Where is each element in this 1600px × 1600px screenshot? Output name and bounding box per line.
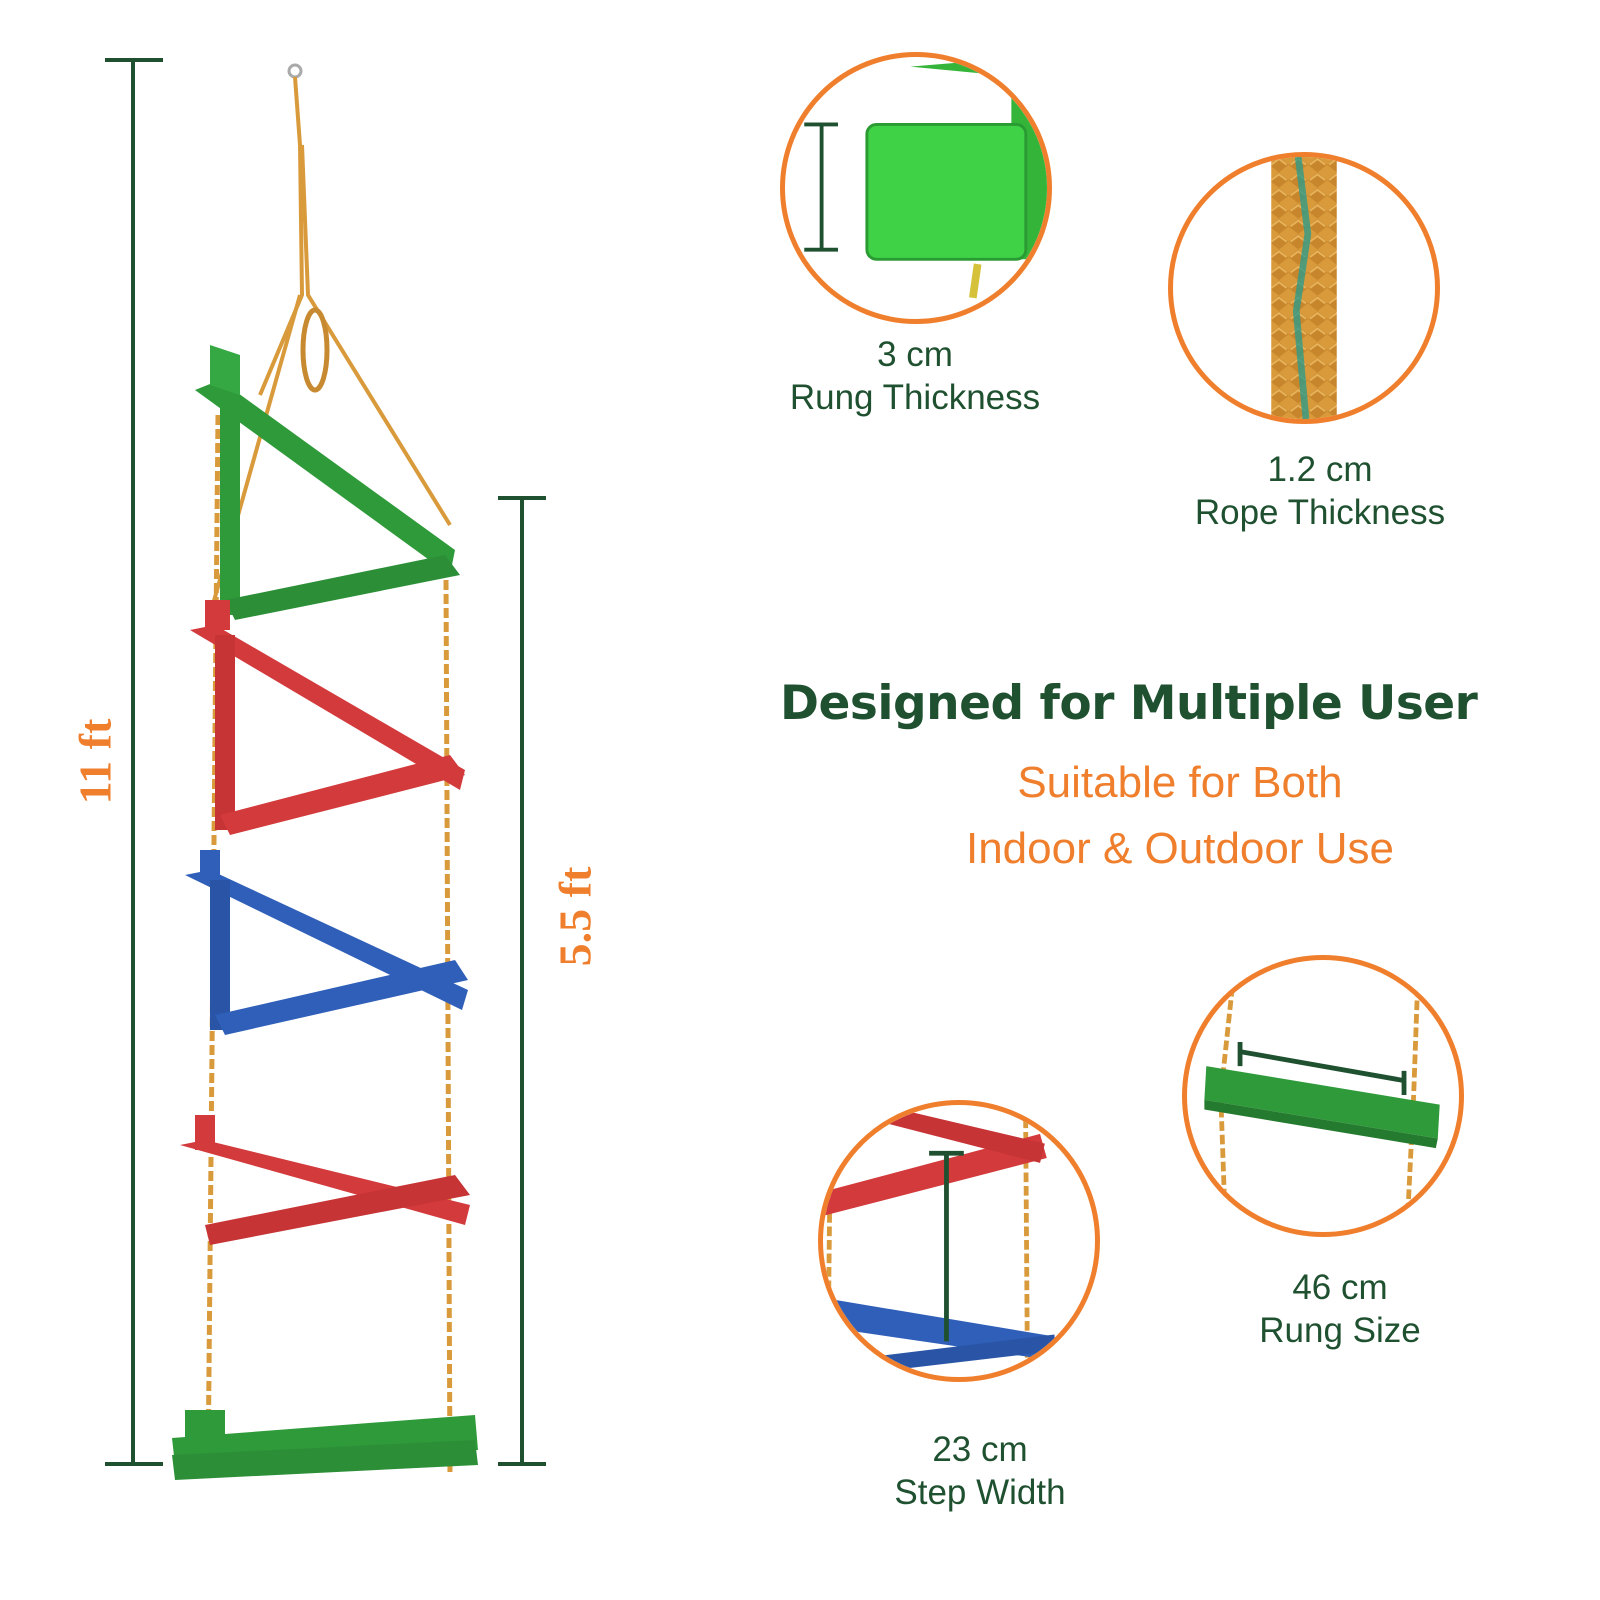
- total-height-label: 11 ft: [69, 718, 121, 805]
- step-width-caption: 23 cm Step Width: [840, 1428, 1120, 1514]
- red-triangle-rungs-1: [190, 600, 465, 835]
- total-height-line: [131, 58, 135, 1466]
- red-triangle-rungs-2: [180, 1115, 470, 1245]
- rope-thickness-caption: 1.2 cm Rope Thickness: [1160, 448, 1480, 534]
- rung-size-zoom-circle: [1182, 955, 1464, 1237]
- rung-size-caption: 46 cm Rung Size: [1190, 1266, 1490, 1352]
- half-height-label: 5.5 ft: [549, 866, 601, 967]
- green-triangle-rungs: [195, 345, 460, 620]
- rope-thickness-value: 1.2 cm: [1267, 450, 1373, 489]
- bottom-green-rung: [172, 1410, 478, 1480]
- rope-thickness-label: Rope Thickness: [1194, 493, 1446, 532]
- half-height-line: [520, 496, 524, 1466]
- blue-triangle-rungs: [185, 850, 468, 1035]
- headline-title: Designed for Multiple User: [780, 676, 1478, 731]
- triangle-rope-ladder-image: [172, 63, 478, 1480]
- rung-thickness-label: Rung Thickness: [789, 378, 1041, 417]
- rung-size-label: Rung Size: [1259, 1311, 1421, 1350]
- headline-line-2: Indoor & Outdoor Use: [965, 824, 1394, 873]
- headline-line-1: Suitable for Both: [1017, 758, 1343, 807]
- rope-thickness-zoom-circle: [1168, 152, 1440, 424]
- side-ropes: [205, 414, 453, 1476]
- half-height-bottom-tick: [498, 1462, 546, 1466]
- rung-thickness-zoom-circle: [780, 52, 1052, 324]
- step-width-label: Step Width: [894, 1473, 1066, 1512]
- total-height-bottom-tick: [105, 1462, 163, 1466]
- rung-thickness-value: 3 cm: [877, 335, 953, 374]
- step-width-zoom-circle: [818, 1100, 1100, 1382]
- rung-thickness-caption: 3 cm Rung Thickness: [760, 333, 1070, 419]
- step-width-value: 23 cm: [932, 1430, 1028, 1469]
- rung-size-value: 46 cm: [1292, 1268, 1388, 1307]
